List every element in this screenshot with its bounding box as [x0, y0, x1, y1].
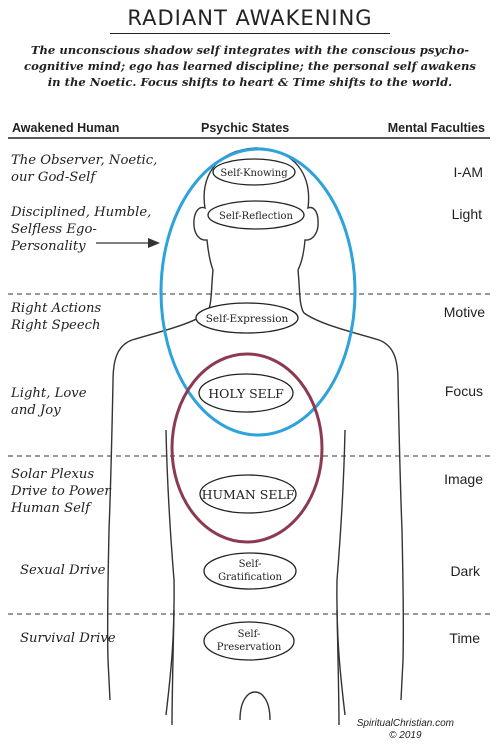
- crotch: [239, 691, 271, 721]
- human-self-oval: [199, 474, 297, 514]
- awakened-human-observer: The Observer, Noetic, our God-Self: [11, 153, 158, 185]
- right-arm-inner: [336, 429, 346, 716]
- self-preservation-label-line1: Self-: [238, 629, 261, 640]
- header-psychic-states: Psychic States: [201, 121, 290, 135]
- faculty-dark: Dark: [450, 563, 480, 579]
- self-preservation-oval: [203, 621, 295, 661]
- self-expression-oval: [195, 302, 299, 334]
- left-arm-inner: [165, 429, 175, 716]
- awakened-human-light-love: Light, Love and Joy: [11, 386, 87, 418]
- credit-copyright: © 2019: [389, 730, 422, 741]
- awakened-human-solar-plexus: Solar Plexus Drive to Power Human Self: [11, 467, 111, 516]
- self-gratification-label-line1: Self-: [239, 559, 262, 570]
- page-title: RADIANT AWAKENING: [127, 6, 373, 30]
- maroon-oval: [170, 352, 324, 544]
- human-self-label: HUMAN SELF: [202, 487, 295, 502]
- intro-paragraph: The unconscious shadow self integrates w…: [24, 43, 476, 89]
- faculty-light: Light: [451, 206, 482, 222]
- blue-oval: [159, 147, 357, 437]
- self-reflection-label: Self-Reflection: [219, 211, 294, 222]
- arrow-pointer-head: [148, 238, 160, 248]
- awakened-human-sexual-drive: Sexual Drive: [20, 563, 106, 578]
- faculty-focus: Focus: [444, 383, 483, 399]
- awakened-human-right-actions: Right Actions Right Speech: [11, 301, 102, 333]
- self-reflection-oval: [207, 200, 305, 230]
- faculty-i-am: I-AM: [453, 164, 483, 180]
- awakened-human-ego-personality: Disciplined, Humble, Selfless Ego-Person…: [11, 205, 152, 254]
- left-leg: [171, 609, 175, 726]
- faculty-motive: Motive: [443, 304, 485, 320]
- self-knowing-label: Self-Knowing: [220, 168, 288, 179]
- self-knowing-oval: [212, 158, 296, 186]
- header-mental-faculties: Mental Faculties: [387, 121, 485, 135]
- credit-site: SpiritualChristian.com: [356, 718, 454, 729]
- self-preservation-label-line2: Preservation: [217, 642, 282, 653]
- credit-block: SpiritualChristian.com © 2019: [357, 718, 454, 742]
- faculty-time: Time: [449, 630, 480, 646]
- body-left-outline: [106, 269, 214, 701]
- right-leg: [336, 609, 340, 726]
- awakened-human-survival-drive: Survival Drive: [20, 631, 116, 646]
- holy-self-oval: [198, 373, 294, 413]
- self-gratification-label-line2: Gratification: [218, 572, 282, 583]
- body-right-outline: [297, 269, 405, 701]
- self-gratification-oval: [203, 552, 297, 590]
- title-underline: [110, 33, 390, 34]
- header-awakened-human: Awakened Human: [12, 121, 120, 135]
- self-expression-label: Self-Expression: [206, 313, 289, 325]
- faculty-image: Image: [444, 471, 483, 487]
- holy-self-label: HOLY SELF: [208, 386, 284, 401]
